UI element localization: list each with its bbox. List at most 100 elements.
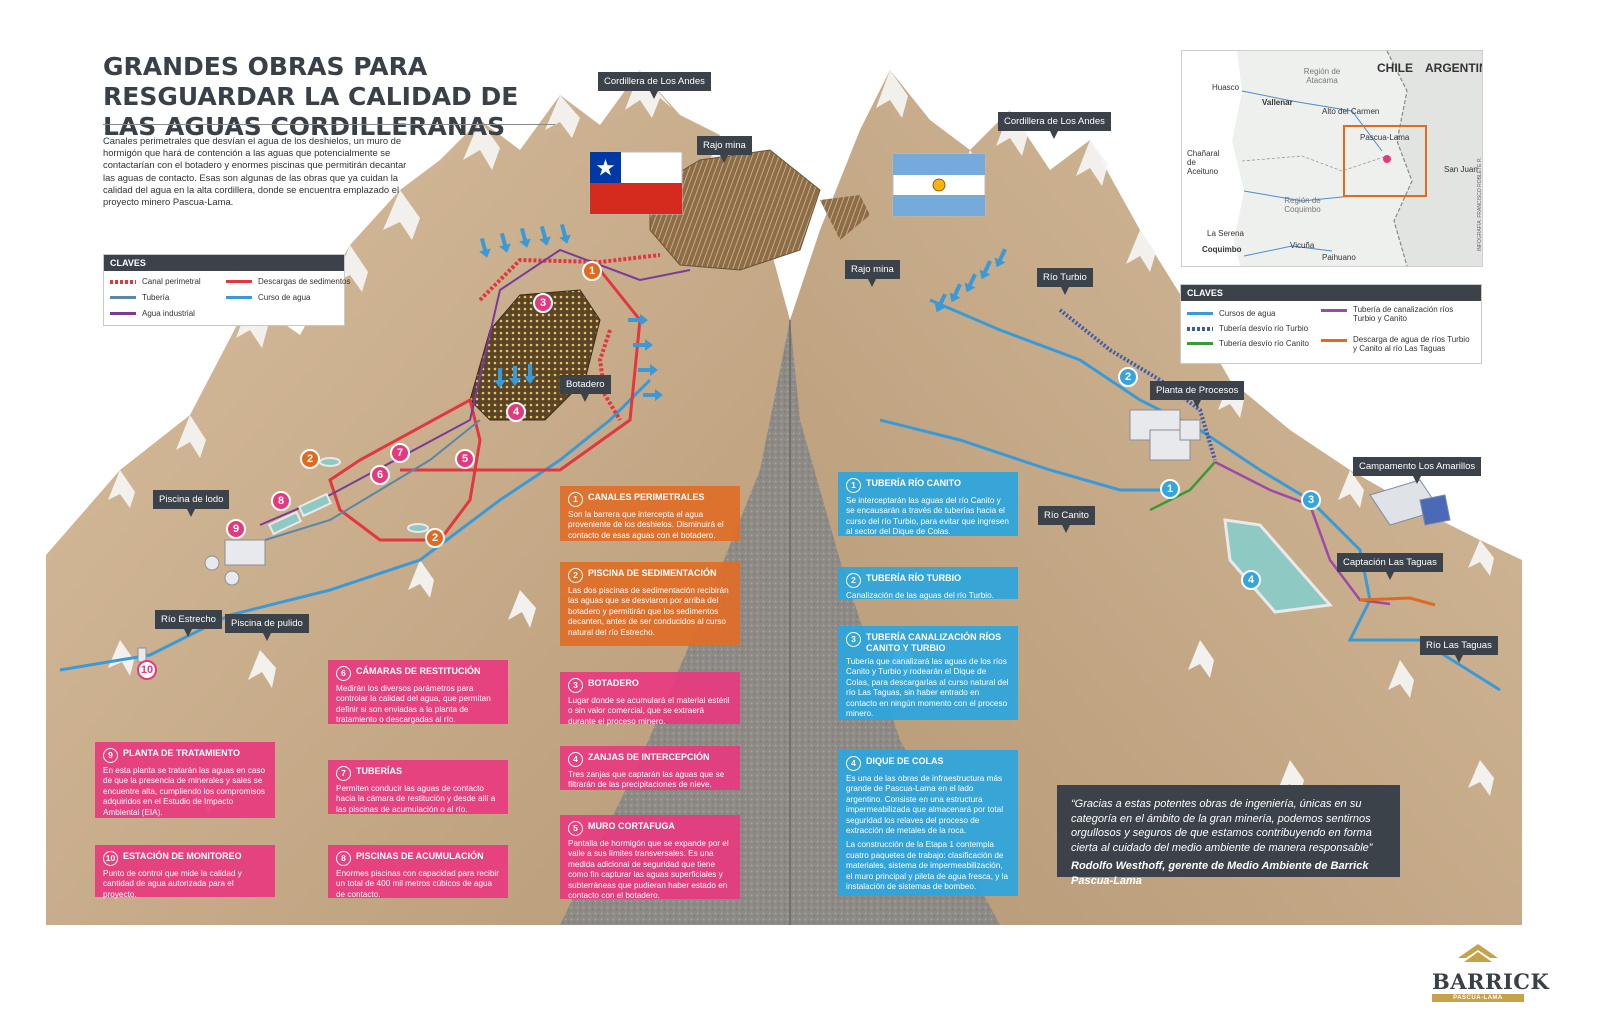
card-heading: CÁMARAS DE RESTITUCIÓN	[356, 666, 481, 676]
down-arrow-icon	[509, 366, 521, 386]
marker-2a-chile[interactable]: 2	[300, 449, 320, 469]
label-botadero: Botadero	[560, 375, 611, 402]
legend-swatch	[110, 279, 136, 284]
legend-item-desvio-canito: Tubería desvío río Canito	[1187, 339, 1309, 348]
legend-item-tuberia: Tubería	[110, 293, 169, 302]
card-number: 4	[568, 752, 583, 767]
intro-paragraph: Canales perimetrales que desvían el agua…	[103, 135, 407, 208]
legend-swatch	[226, 296, 252, 299]
card-heading: DIQUE DE COLAS	[866, 756, 944, 766]
sediment-pools	[319, 457, 429, 533]
down-arrow-icon	[494, 368, 506, 388]
map-place-pascua-lama: Pascua-Lama	[1360, 133, 1410, 142]
card-text: Tubería que canalizará las aguas de los …	[846, 657, 1009, 719]
label-piscina-pulido: Piscina de pulido	[225, 614, 309, 641]
card-number: 2	[846, 573, 861, 588]
down-arrow-icon	[979, 260, 992, 280]
map-place: Huasco	[1212, 83, 1240, 92]
marker-2b-chile[interactable]: 2	[425, 528, 445, 548]
barrick-logo: BARRICK PASCUA-LAMA	[1432, 940, 1549, 1002]
marker-9-chile[interactable]: 9	[226, 519, 246, 539]
marker-8-chile[interactable]: 8	[271, 491, 291, 511]
location-map: CHILE ARGENTINA Huasco Región de Atacama…	[1181, 50, 1483, 267]
card-text: Enormes piscinas con capacidad para reci…	[336, 869, 499, 899]
legend-label: Agua industrial	[142, 309, 195, 318]
legend-swatch	[1321, 309, 1347, 312]
legend-item-descarga-taguas: Descarga de agua de ríos Turbio y Canito…	[1321, 335, 1471, 353]
down-arrow-icon	[524, 364, 536, 384]
legend-swatch	[1187, 312, 1213, 315]
card-text: Se interceptarán las aguas del río Canit…	[846, 496, 1009, 537]
card-number: 8	[336, 851, 351, 866]
marker-4-chile[interactable]: 4	[506, 402, 526, 422]
label-rajo-right: Rajo mina	[845, 260, 900, 287]
map-place: Vallenar	[1262, 98, 1293, 107]
marker-6-chile[interactable]: 6	[370, 465, 390, 485]
marker-10-chile[interactable]: 10	[137, 660, 157, 680]
label-rio-turbio: Río Turbio	[1037, 268, 1093, 295]
map-place: La Serena	[1207, 229, 1244, 238]
marker-1-argentina[interactable]: 1	[1160, 479, 1180, 499]
quote-author: Rodolfo Westhoff, gerente de Medio Ambie…	[1071, 860, 1369, 887]
marker-5-chile[interactable]: 5	[455, 449, 475, 469]
card-text: Es una de las obras de infraestructura m…	[846, 774, 1004, 836]
treatment-plant	[204, 539, 266, 586]
card-number: 10	[103, 851, 118, 866]
legend-label: Tubería desvío río Canito	[1219, 339, 1309, 348]
marker-3-chile[interactable]: 3	[533, 293, 553, 313]
quote-box: “Gracias a estas potentes obras de ingen…	[1057, 785, 1400, 887]
label-piscina-lodo: Piscina de lodo	[153, 490, 230, 517]
map-region: Región de Atacama	[1303, 67, 1341, 85]
quote-text: “Gracias a estas potentes obras de ingen…	[1071, 798, 1373, 854]
label-rio-estrecho: Río Estrecho	[155, 610, 222, 637]
down-arrow-icon	[499, 232, 511, 253]
down-arrow-icon	[633, 339, 653, 351]
logo-subtitle: PASCUA-LAMA	[1432, 994, 1524, 1002]
card-heading: PISCINA DE SEDIMENTACIÓN	[588, 568, 717, 578]
marker-2-argentina[interactable]: 2	[1118, 367, 1138, 387]
card-text: Canalización de las aguas del río Turbio…	[846, 591, 994, 600]
legend-swatch	[110, 296, 136, 299]
map-credit: INFOGRAFÍA: FRANCISCO ROBLETE R.	[1477, 157, 1483, 251]
rio-turbio-diversion	[1058, 308, 1217, 461]
rio-canito-diversion	[1149, 461, 1216, 512]
down-arrow-icon	[628, 314, 648, 326]
marker-7-chile[interactable]: 7	[390, 443, 410, 463]
card-number: 1	[846, 478, 861, 493]
legend-label: Tubería desvío río Turbio	[1219, 324, 1309, 333]
card-heading: ZANJAS DE INTERCEPCIÓN	[588, 752, 710, 762]
card-text: Las dos piscinas de sedimentación recibi…	[568, 586, 729, 637]
map-country-chile: CHILE	[1377, 61, 1413, 75]
down-arrow-icon	[519, 227, 531, 248]
down-arrow-icon	[643, 389, 663, 401]
barrick-logo-mark	[1458, 944, 1498, 962]
marker-4-argentina[interactable]: 4	[1241, 570, 1261, 590]
map-place: San Juan	[1444, 165, 1478, 174]
down-arrow-icon	[559, 223, 571, 244]
label-planta-procesos: Planta de Procesos	[1150, 381, 1245, 408]
snowmelt-arrows-left	[479, 223, 663, 401]
legend-label: Canal perimetral	[142, 277, 201, 286]
map-place: Coquimbo	[1202, 245, 1242, 254]
industrial-water-line	[259, 248, 691, 526]
marker-3-argentina[interactable]: 3	[1301, 490, 1321, 510]
down-arrow-icon	[638, 364, 658, 376]
card-number: 5	[568, 821, 583, 836]
legend-swatch	[1187, 342, 1213, 345]
legend-label: Descargas de sedimentos	[258, 277, 351, 286]
legend-swatch	[1321, 339, 1347, 342]
marker-1-chile[interactable]: 1	[582, 261, 602, 281]
